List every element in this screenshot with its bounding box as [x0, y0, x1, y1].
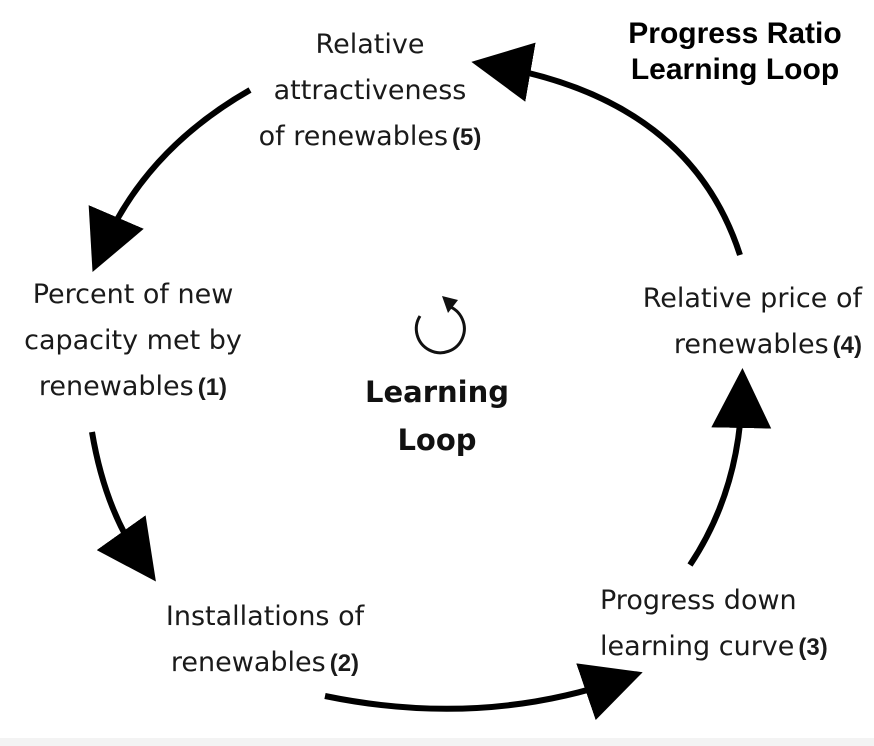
node-label-line: renewables — [673, 329, 829, 360]
center-label-line-1: Learning — [364, 375, 509, 409]
title-line-1: Progress Ratio — [628, 17, 842, 50]
circular-arrow-icon — [414, 296, 466, 355]
node-installations: Installations of renewables(2) — [135, 594, 395, 687]
node-label-line: Installations of — [165, 601, 365, 632]
diagram-title: Progress Ratio Learning Loop — [600, 16, 870, 88]
node-label-line: renewables — [170, 647, 326, 678]
center-label-line-2: Loop — [397, 423, 477, 457]
arrow-1-to-2 — [89, 431, 156, 582]
node-number: (4) — [832, 332, 862, 359]
node-number: (1) — [197, 374, 228, 401]
arrow-4-to-5 — [471, 42, 743, 256]
node-label-line: Relative — [315, 29, 425, 60]
node-label-line: Percent of new — [32, 279, 234, 310]
node-label-line: Progress down — [600, 585, 797, 616]
node-number: (3) — [798, 634, 828, 661]
arrow-2-to-3 — [324, 663, 643, 721]
node-label-line: of renewables — [258, 121, 449, 152]
node-percent-new-capacity: Percent of new capacity met by renewable… — [8, 272, 258, 411]
center-loop-label: Learning Loop — [352, 368, 522, 464]
node-progress-learning-curve: Progress down learning curve(3) — [600, 578, 870, 671]
arrow-5-to-1 — [88, 87, 252, 273]
node-label-line: attractiveness — [273, 75, 467, 106]
node-label-line: Relative price of — [642, 283, 862, 314]
node-number: (5) — [452, 124, 482, 151]
node-label-line: capacity met by — [24, 325, 242, 356]
node-relative-price: Relative price of renewables(4) — [612, 276, 862, 369]
node-number: (2) — [329, 650, 360, 677]
bottom-edge-strip — [0, 738, 874, 746]
arrow-3-to-4 — [687, 368, 772, 567]
node-relative-attractiveness: Relative attractiveness of renewables(5) — [255, 22, 485, 161]
title-line-2: Learning Loop — [630, 53, 840, 86]
node-label-line: learning curve — [600, 631, 795, 662]
node-label-line: renewables — [38, 371, 194, 402]
